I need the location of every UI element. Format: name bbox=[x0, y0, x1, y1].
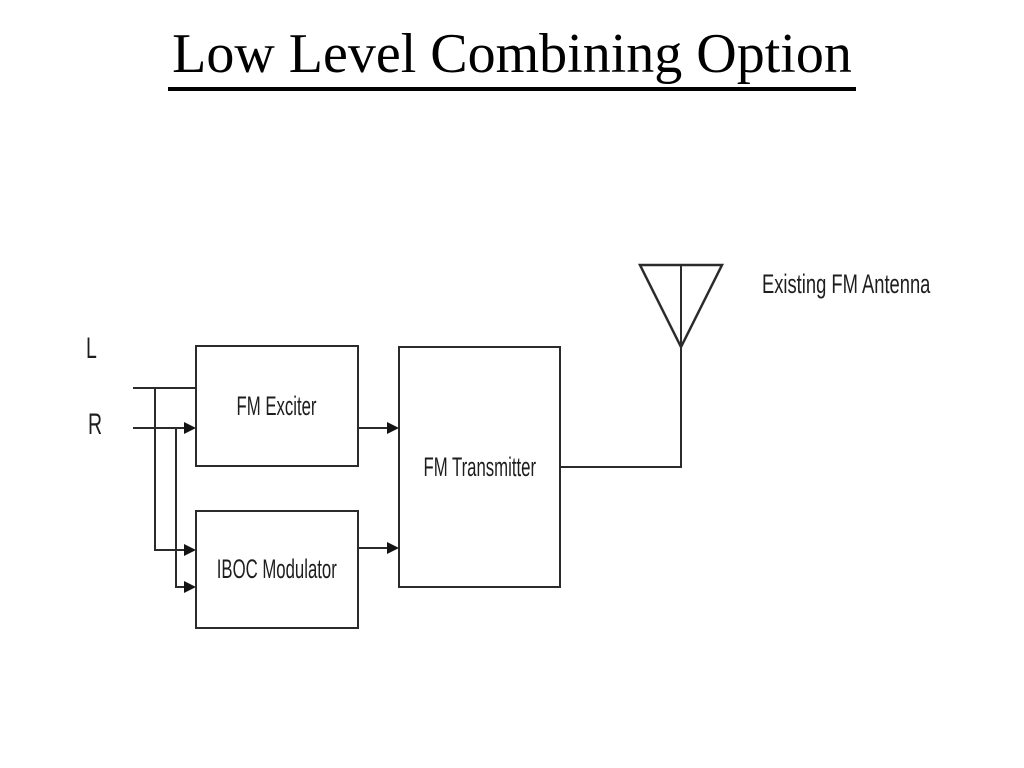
title-bar: Low Level Combining Option bbox=[0, 22, 1024, 92]
antenna-label: Existing FM Antenna bbox=[762, 269, 931, 299]
block-fm-transmitter-label: FM Transmitter bbox=[423, 451, 536, 482]
wire-transmitter-to-antenna bbox=[559, 466, 681, 468]
wire-antenna-mast bbox=[680, 264, 682, 468]
block-fm-exciter: FM Exciter bbox=[195, 345, 359, 467]
arrowhead-exciter-to-transmitter bbox=[387, 422, 399, 434]
arrowhead-iboc-to-transmitter bbox=[387, 542, 399, 554]
input-label-left: L bbox=[86, 332, 97, 365]
wire-l-branch-horizontal bbox=[154, 549, 184, 551]
input-label-right: R bbox=[88, 408, 103, 441]
block-iboc-modulator: IBOC Modulator bbox=[195, 510, 359, 629]
arrowhead-r-to-iboc bbox=[184, 581, 196, 593]
wire-r-to-exciter bbox=[133, 427, 184, 429]
block-fm-exciter-label: FM Exciter bbox=[236, 390, 317, 421]
wire-exciter-to-transmitter bbox=[357, 427, 387, 429]
arrowhead-l-to-iboc bbox=[184, 544, 196, 556]
wire-r-branch-vertical bbox=[175, 427, 177, 588]
page-title: Low Level Combining Option bbox=[168, 22, 856, 92]
wire-l-to-exciter bbox=[133, 387, 195, 389]
wire-iboc-to-transmitter bbox=[357, 547, 387, 549]
block-fm-transmitter: FM Transmitter bbox=[398, 346, 561, 588]
arrowhead-r-to-exciter bbox=[184, 422, 196, 434]
antenna-icon bbox=[637, 263, 725, 350]
wire-l-branch-vertical bbox=[154, 387, 156, 551]
block-iboc-modulator-label: IBOC Modulator bbox=[216, 554, 338, 584]
wire-r-branch-horizontal bbox=[175, 586, 184, 588]
